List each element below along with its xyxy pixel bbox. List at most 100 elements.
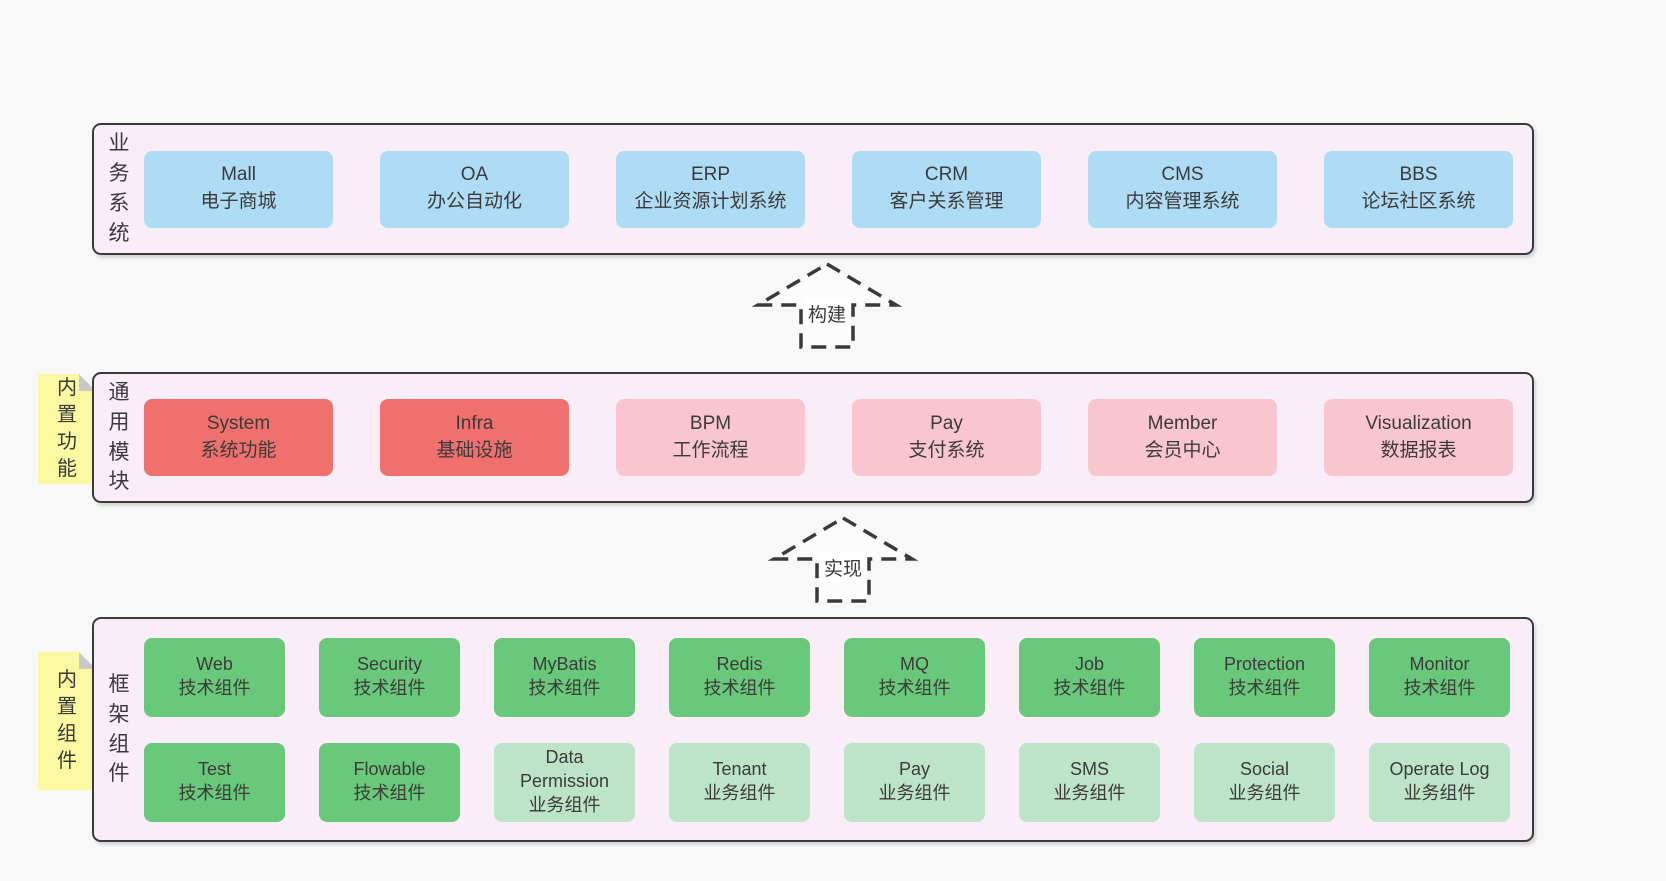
box-web: Web 技术组件 [144,637,285,717]
box-infra: Infra 基础设施 [380,399,569,476]
box-title: Data Permission [519,747,610,792]
box-mall: Mall 电子商城 [144,150,333,228]
box-monitor: Monitor 技术组件 [1369,637,1510,717]
box-subtitle: 技术组件 [1403,678,1476,698]
box-subtitle: 办公自动化 [426,191,522,212]
box-tenant: Tenant 业务组件 [669,742,810,822]
box-subtitle: 支付系统 [908,439,985,461]
box-protection: Protection 技术组件 [1194,637,1335,717]
arrow-build-label: 构建 [803,299,851,328]
box-oa: OA 办公自动化 [380,150,569,228]
arrow-implement: 实现 [768,513,918,605]
box-title: Social [1239,759,1290,780]
box-bbs: BBS 论坛社区系统 [1324,150,1513,228]
box-title: Member [1147,412,1218,434]
box-data-permission: Data Permission 业务组件 [494,742,635,822]
box-title: Visualization [1365,412,1472,434]
box-social: Social 业务组件 [1194,742,1335,822]
box-subtitle: 业务组件 [878,783,951,803]
box-operate-log: Operate Log 业务组件 [1369,742,1510,822]
box-subtitle: 业务组件 [1403,783,1476,803]
layer-label-business-systems: 业务系统 [108,132,130,245]
box-title: Job [1074,654,1105,675]
layer-common-modules: 通用模块 System 系统功能 Infra 基础设施 BPM 工作流程 Pay… [92,372,1534,503]
arrow-implement-label: 实现 [819,553,867,582]
box-subtitle: 系统功能 [200,439,277,461]
box-subtitle: 论坛社区系统 [1361,191,1476,212]
sticky-tag-builtin-components: 内置组件 [38,652,96,790]
box-title: Mall [221,164,256,186]
box-title: Monitor [1409,654,1470,675]
box-subtitle: 客户关系管理 [889,191,1004,212]
box-title: Web [196,654,233,675]
box-subtitle: 技术组件 [353,678,426,698]
box-flowable: Flowable 技术组件 [319,742,460,822]
box-title: Flowable [353,759,426,780]
framework-components-row-2: Test 技术组件 Flowable 技术组件 Data Permission … [144,742,1532,822]
box-subtitle: 业务组件 [703,783,776,803]
box-test: Test 技术组件 [144,742,285,822]
box-title: Operate Log [1389,759,1490,780]
box-pay-component: Pay 业务组件 [844,742,985,822]
box-title: System [206,412,271,434]
box-subtitle: 技术组件 [178,783,251,803]
box-subtitle: 工作流程 [672,439,749,461]
business-systems-boxes: Mall 电子商城 OA 办公自动化 ERP 企业资源计划系统 CRM 客户关系… [144,150,1513,228]
framework-components-rows: Web 技术组件 Security 技术组件 MyBatis 技术组件 Redi… [144,637,1532,822]
box-system: System 系统功能 [144,399,333,476]
box-sms: SMS 业务组件 [1019,742,1160,822]
box-subtitle: 内容管理系统 [1125,191,1240,212]
box-title: OA [460,164,489,186]
box-subtitle: 业务组件 [1228,783,1301,803]
arrow-build: 构建 [752,259,902,351]
sticky-tag-builtin-features: 内置功能 [38,374,96,484]
box-member: Member 会员中心 [1088,399,1277,476]
box-title: Pay [930,412,963,434]
box-crm: CRM 客户关系管理 [852,150,1041,228]
box-mybatis: MyBatis 技术组件 [494,637,635,717]
box-subtitle: 业务组件 [1053,783,1126,803]
box-title: Infra [455,412,494,434]
box-bpm: BPM 工作流程 [616,399,805,476]
box-title: BBS [1399,164,1438,186]
layer-business-systems: 业务系统 Mall 电子商城 OA 办公自动化 ERP 企业资源计划系统 CRM… [92,123,1534,255]
box-title: Test [197,759,231,780]
box-title: Redis [716,654,763,675]
box-subtitle: 基础设施 [436,439,513,461]
box-subtitle: 技术组件 [353,783,426,803]
box-visualization: Visualization 数据报表 [1324,399,1513,476]
box-redis: Redis 技术组件 [669,637,810,717]
box-cms: CMS 内容管理系统 [1088,150,1277,228]
layer-framework-components: 框架组件 Web 技术组件 Security 技术组件 MyBatis 技术组件… [92,617,1534,842]
box-title: Tenant [712,759,767,780]
layer-label-common-modules: 通用模块 [108,380,130,494]
box-title: ERP [690,164,731,186]
box-job: Job 技术组件 [1019,637,1160,717]
box-subtitle: 电子商城 [200,191,277,212]
box-subtitle: 技术组件 [178,678,251,698]
box-subtitle: 技术组件 [703,678,776,698]
box-title: Pay [898,759,931,780]
box-subtitle: 技术组件 [1228,678,1301,698]
box-title: MyBatis [532,654,597,675]
box-subtitle: 技术组件 [528,678,601,698]
box-subtitle: 数据报表 [1380,439,1457,461]
box-title: Security [356,654,423,675]
sticky-tag-label: 内置功能 [57,377,77,480]
framework-components-row-1: Web 技术组件 Security 技术组件 MyBatis 技术组件 Redi… [144,637,1532,717]
box-title: SMS [1069,759,1109,780]
common-modules-boxes: System 系统功能 Infra 基础设施 BPM 工作流程 Pay 支付系统… [144,399,1513,476]
layer-label-framework-components: 框架组件 [108,672,130,786]
box-security: Security 技术组件 [319,637,460,717]
box-title: CRM [924,164,969,186]
box-subtitle: 技术组件 [1053,678,1126,698]
box-title: CMS [1161,164,1204,186]
box-title: BPM [689,412,732,434]
sticky-tag-label: 内置组件 [57,669,77,772]
box-mq: MQ 技术组件 [844,637,985,717]
box-subtitle: 企业资源计划系统 [634,191,787,212]
box-subtitle: 技术组件 [878,678,951,698]
box-erp: ERP 企业资源计划系统 [616,150,805,228]
box-title: MQ [900,654,929,675]
